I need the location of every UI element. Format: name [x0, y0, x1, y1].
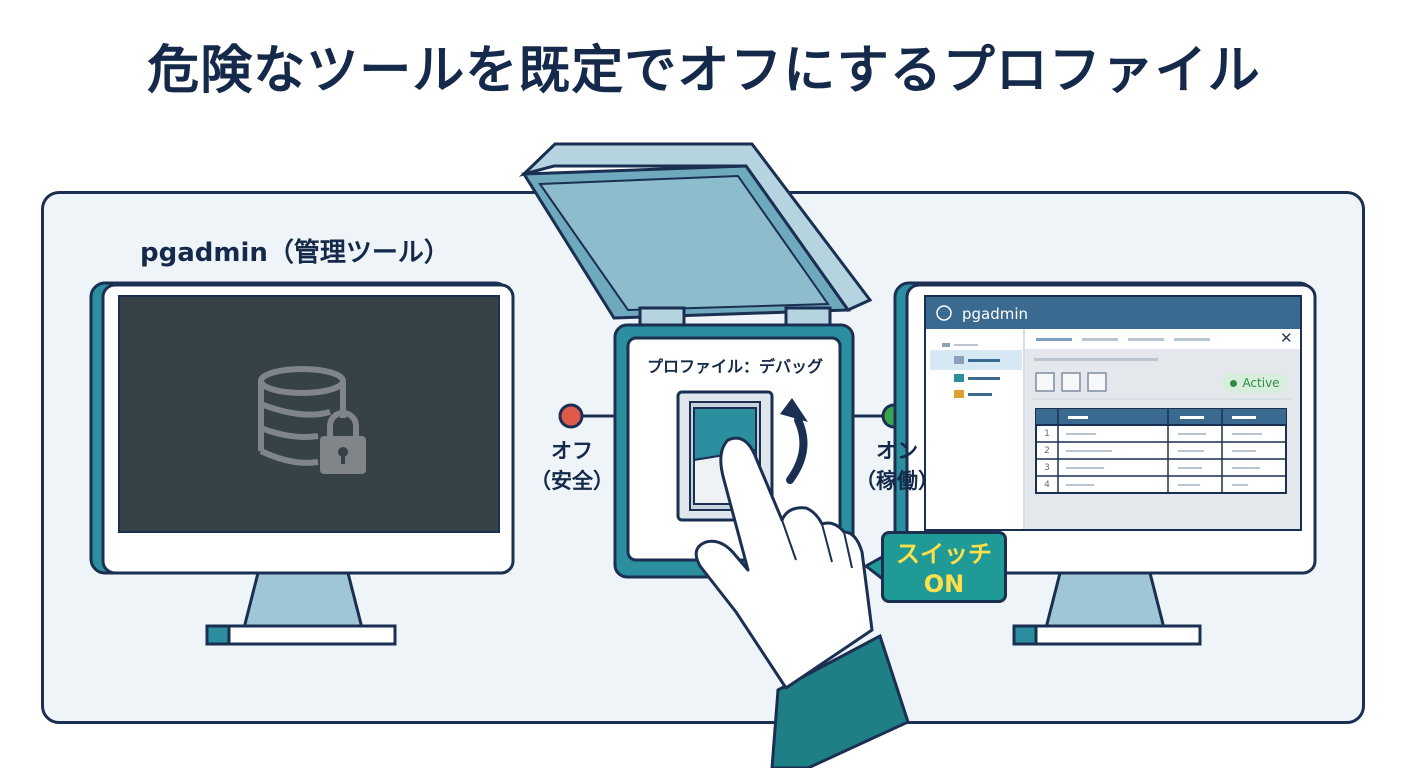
status-text: Active [1242, 376, 1280, 390]
row-number: 4 [1044, 480, 1050, 490]
row-number: 1 [1044, 429, 1050, 439]
callout-line1: スイッチ [896, 540, 992, 568]
on-state-label: オン （稼働） [852, 436, 942, 496]
on-state-note: （稼働） [855, 469, 939, 493]
off-state-note: （安全） [530, 469, 614, 493]
app-window-title: pgadmin [962, 305, 1029, 323]
profile-label: プロファイル：デバッグ [646, 357, 823, 376]
elephant-logo-icon [936, 305, 952, 321]
hand-pressing-switch [694, 436, 910, 768]
off-state-label: オフ （安全） [528, 436, 616, 496]
row-number: 2 [1044, 446, 1050, 456]
off-state-text: オフ [551, 439, 593, 463]
on-state-text: オン [876, 439, 918, 463]
database-lock-icon [258, 366, 366, 474]
status-dot-icon [1230, 379, 1238, 387]
off-indicator-dot [558, 403, 584, 429]
row-number: 3 [1044, 463, 1050, 473]
status-badge: Active [1222, 373, 1288, 393]
data-table [1035, 408, 1287, 494]
page-title: 危険なツールを既定でオフにするプロファイル [147, 41, 1261, 101]
left-panel-label: pgadmin（管理ツール） [140, 238, 450, 268]
callout-line2: ON [923, 570, 965, 598]
close-icon: ✕ [1280, 329, 1293, 347]
switch-on-callout: スイッチ ON [881, 531, 1007, 603]
